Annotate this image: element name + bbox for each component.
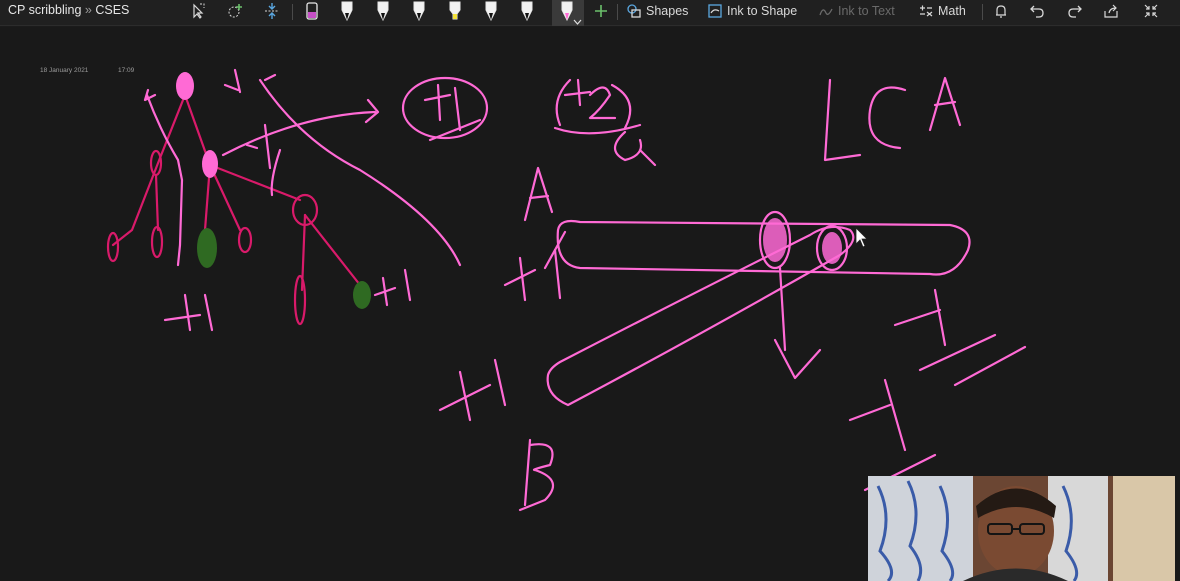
ink-stroke — [553, 78, 642, 135]
ink-stroke — [143, 88, 184, 267]
math-button[interactable]: Math — [918, 0, 966, 22]
ink-stroke — [523, 166, 554, 222]
ink-stroke — [815, 224, 849, 272]
page-title: CP scribbling — [8, 3, 82, 17]
ink-to-text-button[interactable]: Ink to Text — [818, 0, 895, 22]
pen-icon[interactable] — [480, 0, 502, 22]
ink-stroke — [546, 225, 855, 407]
ink-stroke — [503, 248, 562, 302]
tree-edge — [208, 163, 302, 202]
tree-edge — [111, 93, 187, 247]
ink-stroke — [893, 288, 947, 347]
pen-icon[interactable] — [336, 0, 358, 22]
tree-node — [237, 226, 253, 254]
ink-stroke — [423, 83, 482, 142]
tree-node-filled — [176, 72, 218, 178]
section-title: CSES — [95, 3, 130, 17]
ink-stroke — [556, 219, 971, 276]
ink-scribble — [763, 218, 842, 264]
toolbar-divider — [982, 4, 983, 20]
ink-stroke — [613, 130, 657, 167]
webcam-overlay — [868, 476, 1175, 581]
tree-node — [291, 193, 319, 227]
ink-to-text-icon — [818, 3, 834, 19]
ink-stroke — [758, 210, 792, 270]
math-icon — [918, 3, 934, 19]
math-label: Math — [938, 4, 966, 18]
pen-icon[interactable] — [556, 0, 578, 22]
tree-edge — [303, 213, 362, 287]
ink-stroke — [518, 438, 555, 512]
ink-stroke — [438, 358, 507, 422]
ink-stroke — [258, 73, 462, 267]
insert-space-icon[interactable] — [261, 0, 283, 22]
eraser-icon[interactable] — [302, 0, 322, 22]
mouse-cursor-icon — [855, 227, 868, 248]
chevron-down-icon[interactable] — [573, 13, 582, 31]
ink-to-shape-label: Ink to Shape — [727, 4, 798, 18]
ink-stroke — [823, 76, 962, 162]
pink-ink — [143, 68, 1027, 512]
pen-icon[interactable] — [372, 0, 394, 22]
toolbar-divider — [617, 4, 618, 20]
highlighted-node — [197, 228, 371, 309]
ink-stroke — [918, 333, 1027, 387]
breadcrumb-separator: » — [84, 3, 92, 17]
ink-stroke — [373, 268, 412, 307]
ink-stroke — [401, 76, 489, 140]
webcam-feed — [868, 476, 1175, 581]
page-time: 17:09 — [118, 67, 135, 74]
ink-stroke — [270, 148, 282, 197]
redo-icon[interactable] — [1064, 0, 1086, 22]
tree-node — [106, 231, 120, 263]
pen-icon[interactable] — [516, 0, 538, 22]
lasso-select-icon[interactable] — [188, 0, 208, 22]
shapes-button[interactable]: Shapes — [626, 0, 688, 22]
ink-stroke — [221, 98, 380, 157]
ink-to-shape-button[interactable]: Ink to Shape — [707, 0, 797, 22]
bell-icon[interactable] — [990, 0, 1012, 22]
highlighter-icon[interactable] — [444, 0, 466, 22]
onenote-toolbar: CP scribbling » CSES — [0, 0, 1180, 26]
pen-icon[interactable] — [408, 0, 430, 22]
collapse-icon[interactable] — [1140, 0, 1162, 22]
ink-stroke — [773, 266, 822, 380]
ink-stroke — [223, 68, 272, 170]
tree-node — [293, 274, 307, 326]
add-pen-icon[interactable] — [592, 0, 610, 22]
selected-pen[interactable] — [552, 0, 584, 26]
ink-stroke — [163, 293, 214, 332]
tree-node — [150, 225, 164, 259]
shapes-label: Shapes — [646, 4, 689, 18]
ink-to-shape-icon — [707, 3, 723, 19]
share-icon[interactable] — [1100, 0, 1122, 22]
shapes-icon — [626, 3, 642, 19]
ink-stroke — [848, 378, 937, 492]
tree-edge — [154, 173, 160, 232]
ink-to-text-label: Ink to Text — [838, 4, 895, 18]
breadcrumb[interactable]: CP scribbling » CSES — [8, 3, 129, 17]
add-space-icon[interactable] — [224, 0, 246, 22]
tree-edge — [208, 163, 242, 232]
page-date: 18 January 2021 — [40, 67, 89, 74]
tree-drawing — [106, 93, 362, 326]
toolbar-divider — [292, 4, 293, 20]
undo-icon[interactable] — [1026, 0, 1048, 22]
tree-node — [149, 149, 163, 177]
